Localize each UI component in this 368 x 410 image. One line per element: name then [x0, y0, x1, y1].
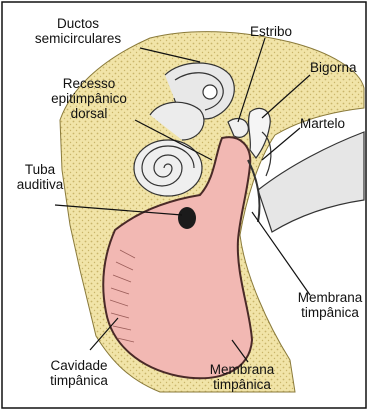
label-ductos-semicirculares: Ductos semicirculares	[18, 16, 138, 46]
label-tuba-auditiva: Tuba auditiva	[8, 162, 72, 192]
label-recesso-epitimpanico-dorsal: Recesso epitimpânico dorsal	[30, 76, 148, 121]
label-membrana-timpanica-right: Membrana timpânica	[292, 290, 368, 320]
label-estribo: Estribo	[250, 24, 292, 39]
cochlea	[134, 140, 202, 196]
external-ear-canal	[258, 132, 364, 232]
label-bigorna: Bigorna	[310, 60, 357, 75]
label-membrana-timpanica-bottom: Membrana timpânica	[200, 362, 284, 392]
auditory-tube-opening	[178, 207, 196, 229]
label-cavidade-timpanica: Cavidade timpânica	[36, 358, 122, 388]
label-martelo: Martelo	[300, 116, 345, 131]
